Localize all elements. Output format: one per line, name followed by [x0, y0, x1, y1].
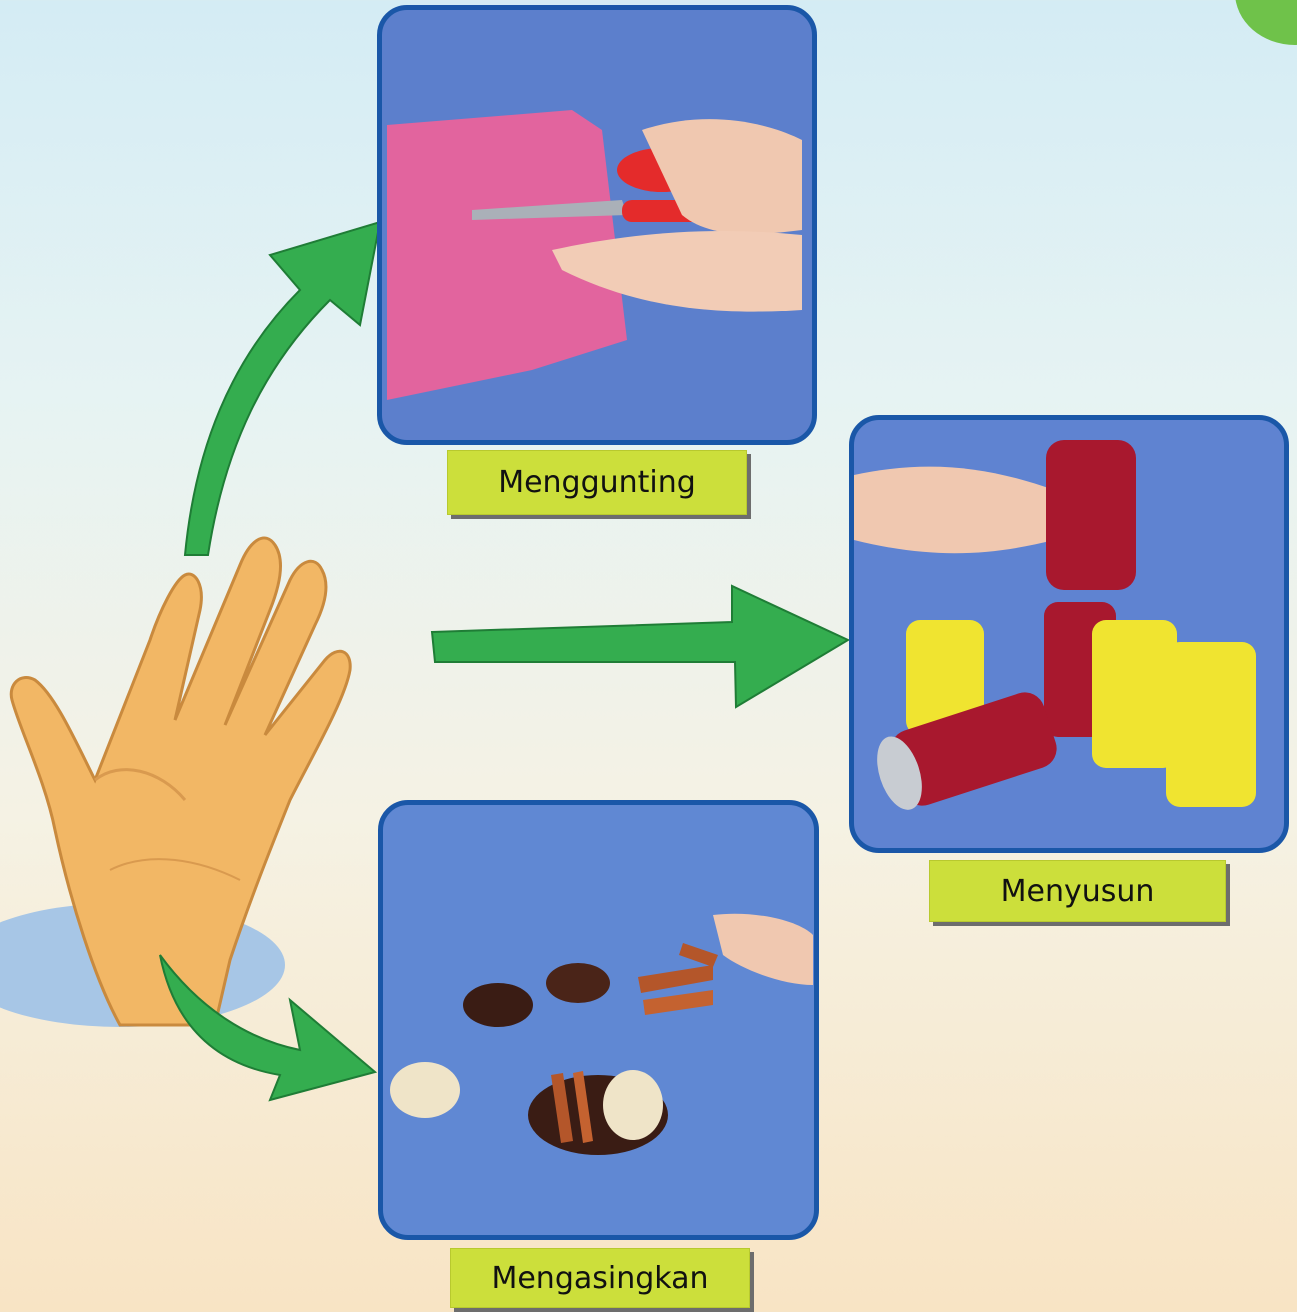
label-separating: Mengasingkan — [450, 1248, 750, 1308]
label-arranging: Menyusun — [929, 860, 1226, 922]
photo-cutting-illustration — [382, 10, 812, 440]
arrow-to-arranging — [432, 586, 848, 707]
photo-separating-illustration — [383, 805, 814, 1235]
photo-arranging-illustration — [854, 420, 1284, 848]
label-cutting: Menggunting — [447, 450, 747, 515]
photo-cutting — [377, 5, 817, 445]
photo-arranging — [849, 415, 1289, 853]
arrow-to-cutting — [185, 222, 380, 555]
photo-separating — [378, 800, 819, 1240]
